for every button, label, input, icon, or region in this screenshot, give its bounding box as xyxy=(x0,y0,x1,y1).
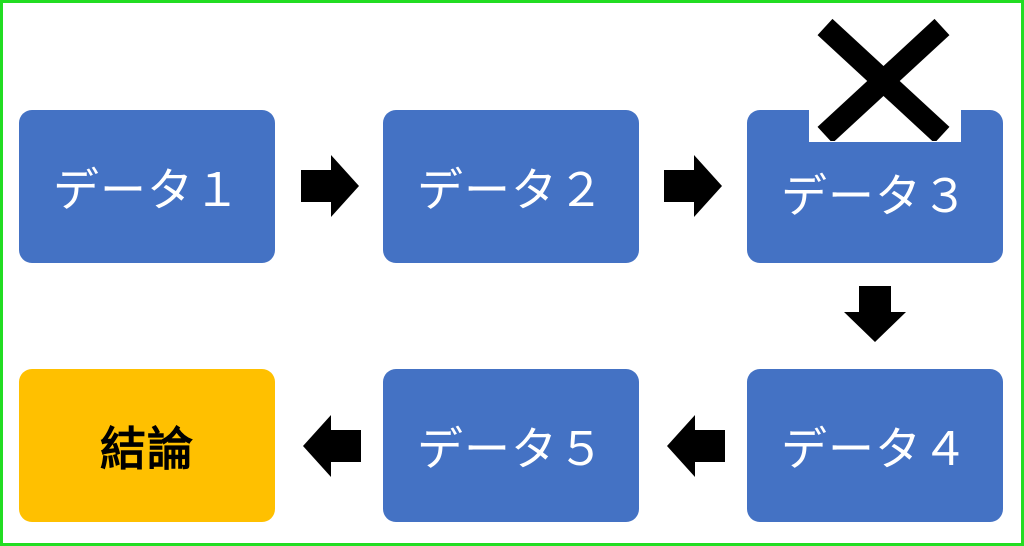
node-data-5: データ５ xyxy=(383,369,639,522)
arrow-left-icon xyxy=(667,415,725,477)
node-conclusion-label: 結論 xyxy=(100,421,194,476)
arrow-down-icon xyxy=(844,286,906,342)
node-data-3-label: データ３ xyxy=(781,168,969,223)
node-data-2-label: データ２ xyxy=(417,162,605,217)
node-data-4-label: データ４ xyxy=(781,421,969,476)
arrow-left-icon xyxy=(303,415,361,477)
node-data-1: データ１ xyxy=(19,110,275,263)
node-data-5-label: データ５ xyxy=(417,421,605,476)
node-data-4: データ４ xyxy=(747,369,1003,522)
arrow-right-icon xyxy=(664,155,722,217)
node-data-1-label: データ１ xyxy=(53,162,241,217)
arrow-right-icon xyxy=(301,155,359,217)
node-data-2: データ２ xyxy=(383,110,639,263)
node-conclusion: 結論 xyxy=(19,369,275,522)
cross-mark-icon xyxy=(817,18,950,141)
